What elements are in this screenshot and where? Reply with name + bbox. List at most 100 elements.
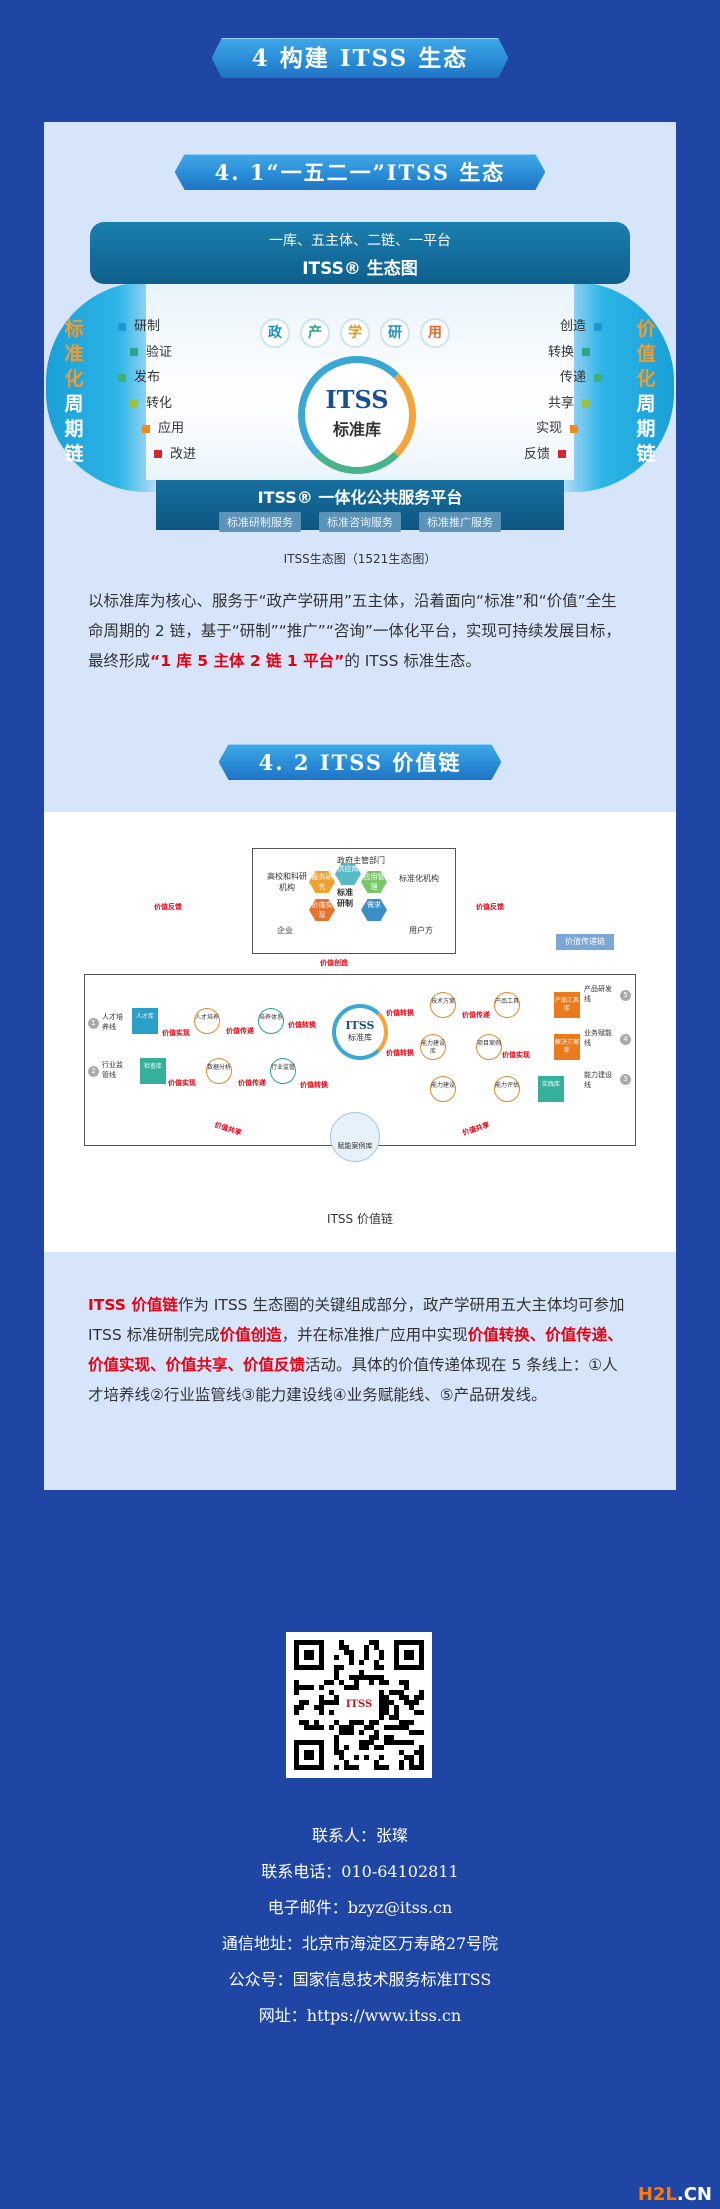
stakeholder-label: 政府主管部门 bbox=[337, 856, 385, 865]
qr-module bbox=[349, 1725, 354, 1730]
qr-module bbox=[384, 1740, 389, 1745]
section42-title: 4. 2 ITSS 价值链 bbox=[219, 744, 502, 780]
service-tag: 标准推广服务 bbox=[419, 512, 501, 532]
qr-module bbox=[344, 1765, 349, 1770]
qr-module bbox=[334, 1670, 339, 1675]
node-project-case: 项目案例 bbox=[476, 1034, 502, 1060]
qr-module bbox=[339, 1665, 344, 1670]
flow-label: 价值传递 bbox=[226, 1027, 254, 1035]
square-icon bbox=[558, 450, 566, 459]
flow-label: 价值转换 bbox=[386, 1009, 414, 1017]
hex-node: 应用管理 bbox=[361, 871, 387, 893]
qr-module bbox=[389, 1735, 394, 1740]
qr-module bbox=[349, 1720, 354, 1725]
qr-module bbox=[359, 1675, 364, 1680]
qr-module bbox=[364, 1645, 369, 1650]
qr-module bbox=[404, 1685, 409, 1690]
contact-email[interactable]: 电子邮件：bzyz@itss.cn bbox=[267, 1898, 453, 1917]
hex-node: 服务研究 bbox=[309, 871, 335, 893]
qr-module bbox=[334, 1745, 339, 1750]
qr-module bbox=[394, 1710, 399, 1715]
qr-module bbox=[359, 1720, 364, 1725]
qr-module bbox=[314, 1725, 319, 1730]
qr-module bbox=[359, 1740, 364, 1745]
qr-module bbox=[374, 1765, 379, 1770]
qr-code: ITSS bbox=[286, 1632, 432, 1778]
ecosystem-subtitle: 一库、五主体、二链、一平台 bbox=[269, 233, 451, 249]
qr-module bbox=[374, 1675, 379, 1680]
step-item: 验证 bbox=[146, 344, 173, 360]
section42-banner-wrap: 4. 2 ITSS 价值链 bbox=[0, 744, 720, 780]
qr-module bbox=[354, 1680, 359, 1685]
contact-wechat: 公众号：国家信息技术服务标准ITSS bbox=[228, 1970, 492, 1989]
line-number-5: 5 bbox=[620, 990, 631, 1001]
qr-module bbox=[394, 1690, 399, 1695]
step-item: 转化 bbox=[146, 395, 173, 411]
qr-module bbox=[324, 1680, 329, 1685]
stakeholder-label: 标准化机构 bbox=[399, 874, 439, 883]
qr-module bbox=[379, 1755, 384, 1760]
qr-module bbox=[379, 1745, 384, 1750]
qr-module bbox=[414, 1765, 419, 1770]
qr-module bbox=[379, 1665, 384, 1670]
qr-module bbox=[339, 1645, 344, 1650]
qr-module bbox=[389, 1700, 394, 1705]
qr-module bbox=[369, 1675, 374, 1680]
qr-module bbox=[399, 1750, 404, 1755]
value-chain-diagram: 政府主管部门 高校和科研机构 标准化机构 企业 用户方 服务研究 供应商 应用管… bbox=[84, 848, 636, 1184]
contact-website[interactable]: 网址：https://www.itss.cn bbox=[258, 2006, 462, 2025]
qr-module bbox=[339, 1730, 344, 1735]
qr-module bbox=[334, 1675, 339, 1680]
stakeholder-word: 政 bbox=[260, 318, 290, 348]
qr-module bbox=[384, 1735, 389, 1740]
qr-module bbox=[354, 1765, 359, 1770]
qr-module bbox=[354, 1720, 359, 1725]
qr-module bbox=[414, 1710, 419, 1715]
stakeholder-label: 企业 bbox=[277, 926, 293, 935]
qr-module bbox=[374, 1720, 379, 1725]
qr-module bbox=[319, 1725, 324, 1730]
qr-module bbox=[304, 1720, 309, 1725]
node-product-tool: 产品工具 bbox=[494, 992, 520, 1018]
qr-module bbox=[364, 1675, 369, 1680]
core-logo: ITSS bbox=[325, 385, 389, 414]
qr-module bbox=[379, 1710, 384, 1715]
qr-module bbox=[419, 1710, 424, 1715]
core-logo: ITSS bbox=[345, 1019, 375, 1032]
stakeholder-word: 学 bbox=[340, 318, 370, 348]
square-icon bbox=[582, 399, 590, 408]
qr-module bbox=[399, 1695, 404, 1700]
qr-module bbox=[354, 1755, 359, 1760]
section4-title: 4 构建 ITSS 生态 bbox=[212, 38, 509, 78]
qr-module bbox=[364, 1740, 369, 1745]
qr-module bbox=[379, 1715, 384, 1720]
line-label: 产品研发线 bbox=[584, 985, 612, 1003]
line-number-2: 2 bbox=[88, 1066, 99, 1077]
platform-title: ITSS® 一体化公共服务平台 bbox=[257, 488, 463, 507]
qr-module bbox=[369, 1680, 374, 1685]
qr-module bbox=[354, 1675, 359, 1680]
qr-module bbox=[384, 1765, 389, 1770]
feedback-label: 价值反馈 bbox=[476, 903, 504, 911]
step-item: 共享 bbox=[547, 395, 574, 411]
node-capability-pool: 能力建设库 bbox=[420, 1034, 446, 1060]
ecosystem-paragraph: 以标准库为核心、服务于“政产学研用”五主体，沿着面向“标准”和“价值”全生命周期… bbox=[88, 592, 621, 670]
qr-module bbox=[409, 1700, 414, 1705]
flow-label: 价值转换 bbox=[288, 1021, 316, 1029]
contact-phone[interactable]: 联系电话：010-64102811 bbox=[261, 1862, 459, 1881]
qr-module bbox=[334, 1765, 339, 1770]
standard-chain-label: 标准化周期链 bbox=[64, 318, 84, 465]
watermark-logo: H2L.CN bbox=[637, 2184, 712, 2205]
qr-module bbox=[339, 1755, 344, 1760]
qr-module bbox=[354, 1685, 359, 1690]
flow-label: 价值传递 bbox=[238, 1079, 266, 1087]
qr-module bbox=[344, 1730, 349, 1735]
qr-module bbox=[409, 1765, 414, 1770]
qr-module bbox=[364, 1725, 369, 1730]
qr-module bbox=[384, 1705, 389, 1710]
qr-module bbox=[399, 1765, 404, 1770]
qr-module bbox=[319, 1685, 324, 1690]
standard-library-core: ITSS 标准库 bbox=[298, 356, 416, 474]
value-chain-paragraph: ITSS 价值链作为 ITSS 生态圈的关键组成部分，政产学研用五大主体均可参加… bbox=[88, 1296, 625, 1404]
qr-module bbox=[304, 1725, 309, 1730]
